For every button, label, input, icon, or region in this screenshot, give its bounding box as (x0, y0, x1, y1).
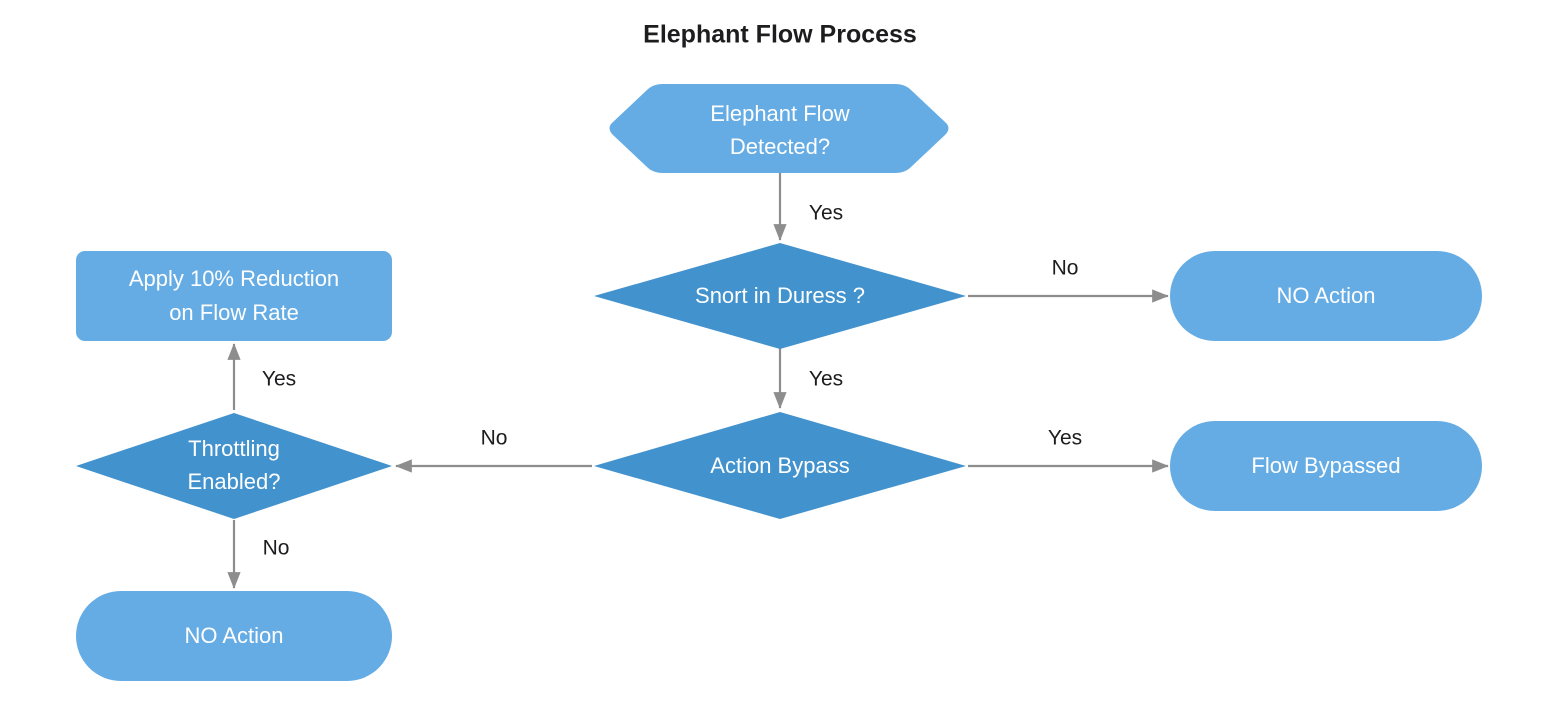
node-apply-reduction[interactable]: Apply 10% Reduction on Flow Rate (76, 251, 392, 341)
edge-throttling-to-apply: Yes (227, 343, 296, 410)
node-label-line1: Snort in Duress ? (695, 283, 865, 308)
node-label-line2: on Flow Rate (169, 300, 299, 325)
edge-label-no: No (263, 537, 290, 560)
node-shape-diamond (76, 413, 392, 519)
node-shape-diamond (594, 243, 966, 349)
node-shape-hexagon (609, 84, 949, 173)
edge-label-no: No (1052, 257, 1079, 280)
node-elephant-flow-detected[interactable]: Elephant Flow Detected? (609, 84, 949, 173)
node-throttling-enabled[interactable]: Throttling Enabled? (76, 413, 392, 519)
node-label-line2: Enabled? (188, 469, 281, 494)
edge-label-yes: Yes (1048, 427, 1082, 450)
node-shape-stadium (76, 591, 392, 681)
edge-snort-to-no-action: No (968, 257, 1169, 303)
edge-bypass-to-throttling: No (395, 427, 592, 473)
edge-snort-to-bypass: Yes (773, 340, 843, 409)
edge-label-yes: Yes (262, 368, 296, 391)
edge-bypass-to-flow-bypassed: Yes (968, 427, 1169, 473)
node-flow-bypassed[interactable]: Flow Bypassed (1170, 421, 1482, 511)
node-action-bypass[interactable]: Action Bypass (594, 412, 966, 519)
node-no-action-bottom[interactable]: NO Action (76, 591, 392, 681)
edge-label-no: No (481, 427, 508, 450)
node-label-line1: NO Action (184, 623, 283, 648)
node-label-line1: Apply 10% Reduction (129, 266, 339, 291)
node-shape-stadium (1170, 421, 1482, 511)
node-snort-in-duress[interactable]: Snort in Duress ? (594, 243, 966, 349)
node-label-line1: Flow Bypassed (1251, 453, 1400, 478)
edge-label-yes: Yes (809, 202, 843, 225)
node-no-action-right[interactable]: NO Action (1170, 251, 1482, 341)
edge-detected-to-snort: Yes (773, 172, 843, 241)
node-label-line1: Throttling (188, 436, 280, 461)
node-shape-diamond (594, 412, 966, 519)
edge-label-yes: Yes (809, 368, 843, 391)
edge-throttling-to-no-action: No (227, 520, 290, 589)
node-shape-stadium (1170, 251, 1482, 341)
node-label-line1: Elephant Flow (710, 101, 850, 126)
node-label-line1: Action Bypass (710, 453, 849, 478)
node-shape-rounded-rect (76, 251, 392, 341)
node-label-line1: NO Action (1276, 283, 1375, 308)
node-label-line2: Detected? (730, 134, 830, 159)
page-title: Elephant Flow Process (643, 21, 917, 49)
